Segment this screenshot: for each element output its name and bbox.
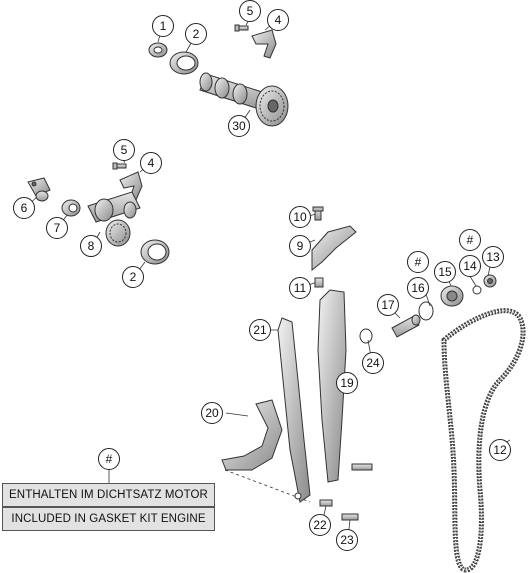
- callout-6[interactable]: 6: [13, 197, 35, 219]
- callout-8[interactable]: 8: [80, 235, 102, 257]
- callout-20[interactable]: 20: [201, 402, 223, 424]
- callout-2-top[interactable]: 2: [185, 23, 207, 45]
- part-24-oring: [359, 328, 373, 344]
- callout-5-mid[interactable]: 5: [113, 139, 135, 161]
- part-11-sleeve: [314, 277, 324, 288]
- part-1-bushing: [148, 42, 168, 58]
- callout-22[interactable]: 22: [309, 514, 331, 536]
- callout-16[interactable]: 16: [407, 277, 429, 299]
- part-2-bearing-top: [169, 51, 199, 75]
- callout-9[interactable]: 9: [289, 235, 311, 257]
- part-20-guide: [221, 399, 283, 471]
- part-22-bolt: [319, 499, 333, 507]
- callout-16-marker[interactable]: #: [407, 251, 429, 273]
- part-5-screw-top: [234, 24, 249, 32]
- part-9-guide-bracket: [311, 225, 357, 272]
- part-4-fork-top: [251, 29, 277, 59]
- callout-14[interactable]: 14: [459, 255, 481, 277]
- part-23-bolt: [341, 463, 373, 521]
- part-30-camshaft: [199, 72, 289, 127]
- callout-14-marker[interactable]: #: [459, 229, 481, 251]
- callout-4-top[interactable]: 4: [267, 9, 289, 31]
- callout-4-mid[interactable]: 4: [140, 152, 162, 174]
- part-14-ring: [472, 285, 482, 295]
- callout-17[interactable]: 17: [377, 294, 399, 316]
- callout-7[interactable]: 7: [46, 217, 68, 239]
- part-7-bushing: [61, 199, 81, 217]
- callout-19[interactable]: 19: [336, 372, 358, 394]
- legend-gasket-kit-marker: #: [98, 448, 120, 470]
- callout-1[interactable]: 1: [152, 15, 174, 37]
- callout-5-top[interactable]: 5: [239, 0, 261, 22]
- part-12-timing-chain: [441, 308, 526, 573]
- callout-12[interactable]: 12: [489, 439, 511, 461]
- callout-13[interactable]: 13: [482, 246, 504, 268]
- part-2-bearing-mid: [140, 239, 170, 265]
- part-8-camshaft: [87, 191, 141, 247]
- part-13-plug: [483, 274, 497, 288]
- part-10-screw: [312, 206, 324, 221]
- part-5-screw-mid: [112, 162, 127, 170]
- part-16-seal: [418, 301, 434, 321]
- callout-23[interactable]: 23: [336, 529, 358, 551]
- callout-2-mid[interactable]: 2: [122, 266, 144, 288]
- part-17-plunger: [391, 314, 421, 338]
- callout-21[interactable]: 21: [249, 319, 271, 341]
- callout-24[interactable]: 24: [362, 352, 384, 374]
- part-15-tensioner: [440, 285, 464, 307]
- part-21-tensioner-rail: [277, 317, 311, 503]
- part-19-guide-rail: [317, 289, 347, 483]
- callout-10[interactable]: 10: [289, 206, 311, 228]
- legend-text-german: ENTHALTEN IM DICHTSATZ MOTOR: [2, 483, 215, 507]
- callout-30[interactable]: 30: [228, 115, 250, 137]
- legend-text-english: INCLUDED IN GASKET KIT ENGINE: [2, 507, 215, 531]
- part-6-decompressor: [27, 177, 51, 202]
- callout-11[interactable]: 11: [289, 277, 311, 299]
- callout-15[interactable]: 15: [434, 261, 456, 283]
